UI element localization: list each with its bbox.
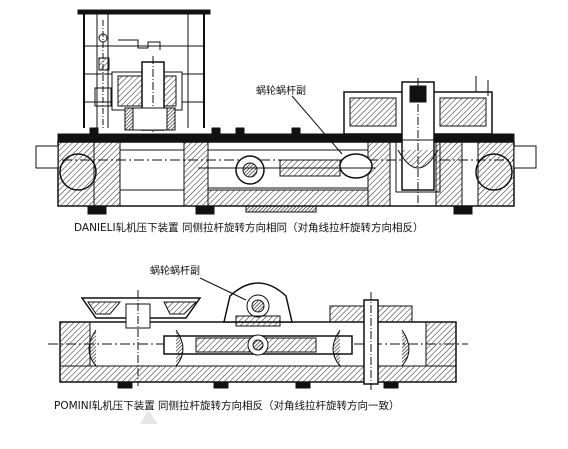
pomini-screwdown-drawing: [48, 277, 468, 390]
pomini-right-nut: [329, 292, 413, 390]
pomini-left-cap: [80, 290, 202, 386]
pomini-housing: [48, 321, 468, 389]
pomini-callout-leader: [199, 277, 247, 301]
danieli-callout-label: 蜗轮蜗杆副: [256, 86, 306, 97]
scan-artifact: [140, 410, 158, 424]
danieli-caption: DANIELI轧机压下装置 同侧拉杆旋转方向相同（对角线拉杆旋转方向相反）: [74, 222, 424, 234]
pomini-callout-label: 蜗轮蜗杆副: [150, 266, 200, 277]
pomini-center-gearbox: [223, 282, 293, 327]
danieli-motor-frame: [77, 9, 211, 200]
danieli-screwdown-drawing: [35, 9, 537, 215]
pomini-caption: POMINI轧机压下装置 同侧拉杆旋转方向相反（对角线拉杆旋转方向一致）: [54, 400, 400, 412]
danieli-housing: [35, 127, 537, 215]
danieli-callout-leader: [291, 95, 343, 155]
danieli-right-screw-assembly: [343, 76, 493, 206]
